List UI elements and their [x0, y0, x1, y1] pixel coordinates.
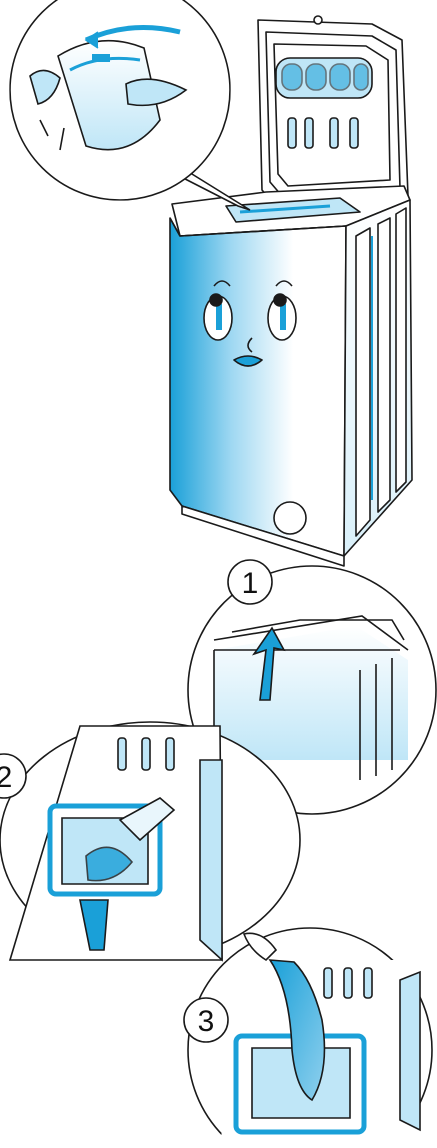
step-2-number: 2: [0, 761, 12, 794]
hands-folding-laundry-inset: [10, 0, 250, 210]
machine-front: [170, 218, 346, 556]
step-1-number: 1: [242, 567, 259, 600]
step-2-panel: 2: [0, 722, 300, 960]
open-lid: [258, 16, 408, 208]
step-3-number: 3: [198, 1005, 215, 1038]
step-3-panel: 3: [184, 928, 432, 1148]
